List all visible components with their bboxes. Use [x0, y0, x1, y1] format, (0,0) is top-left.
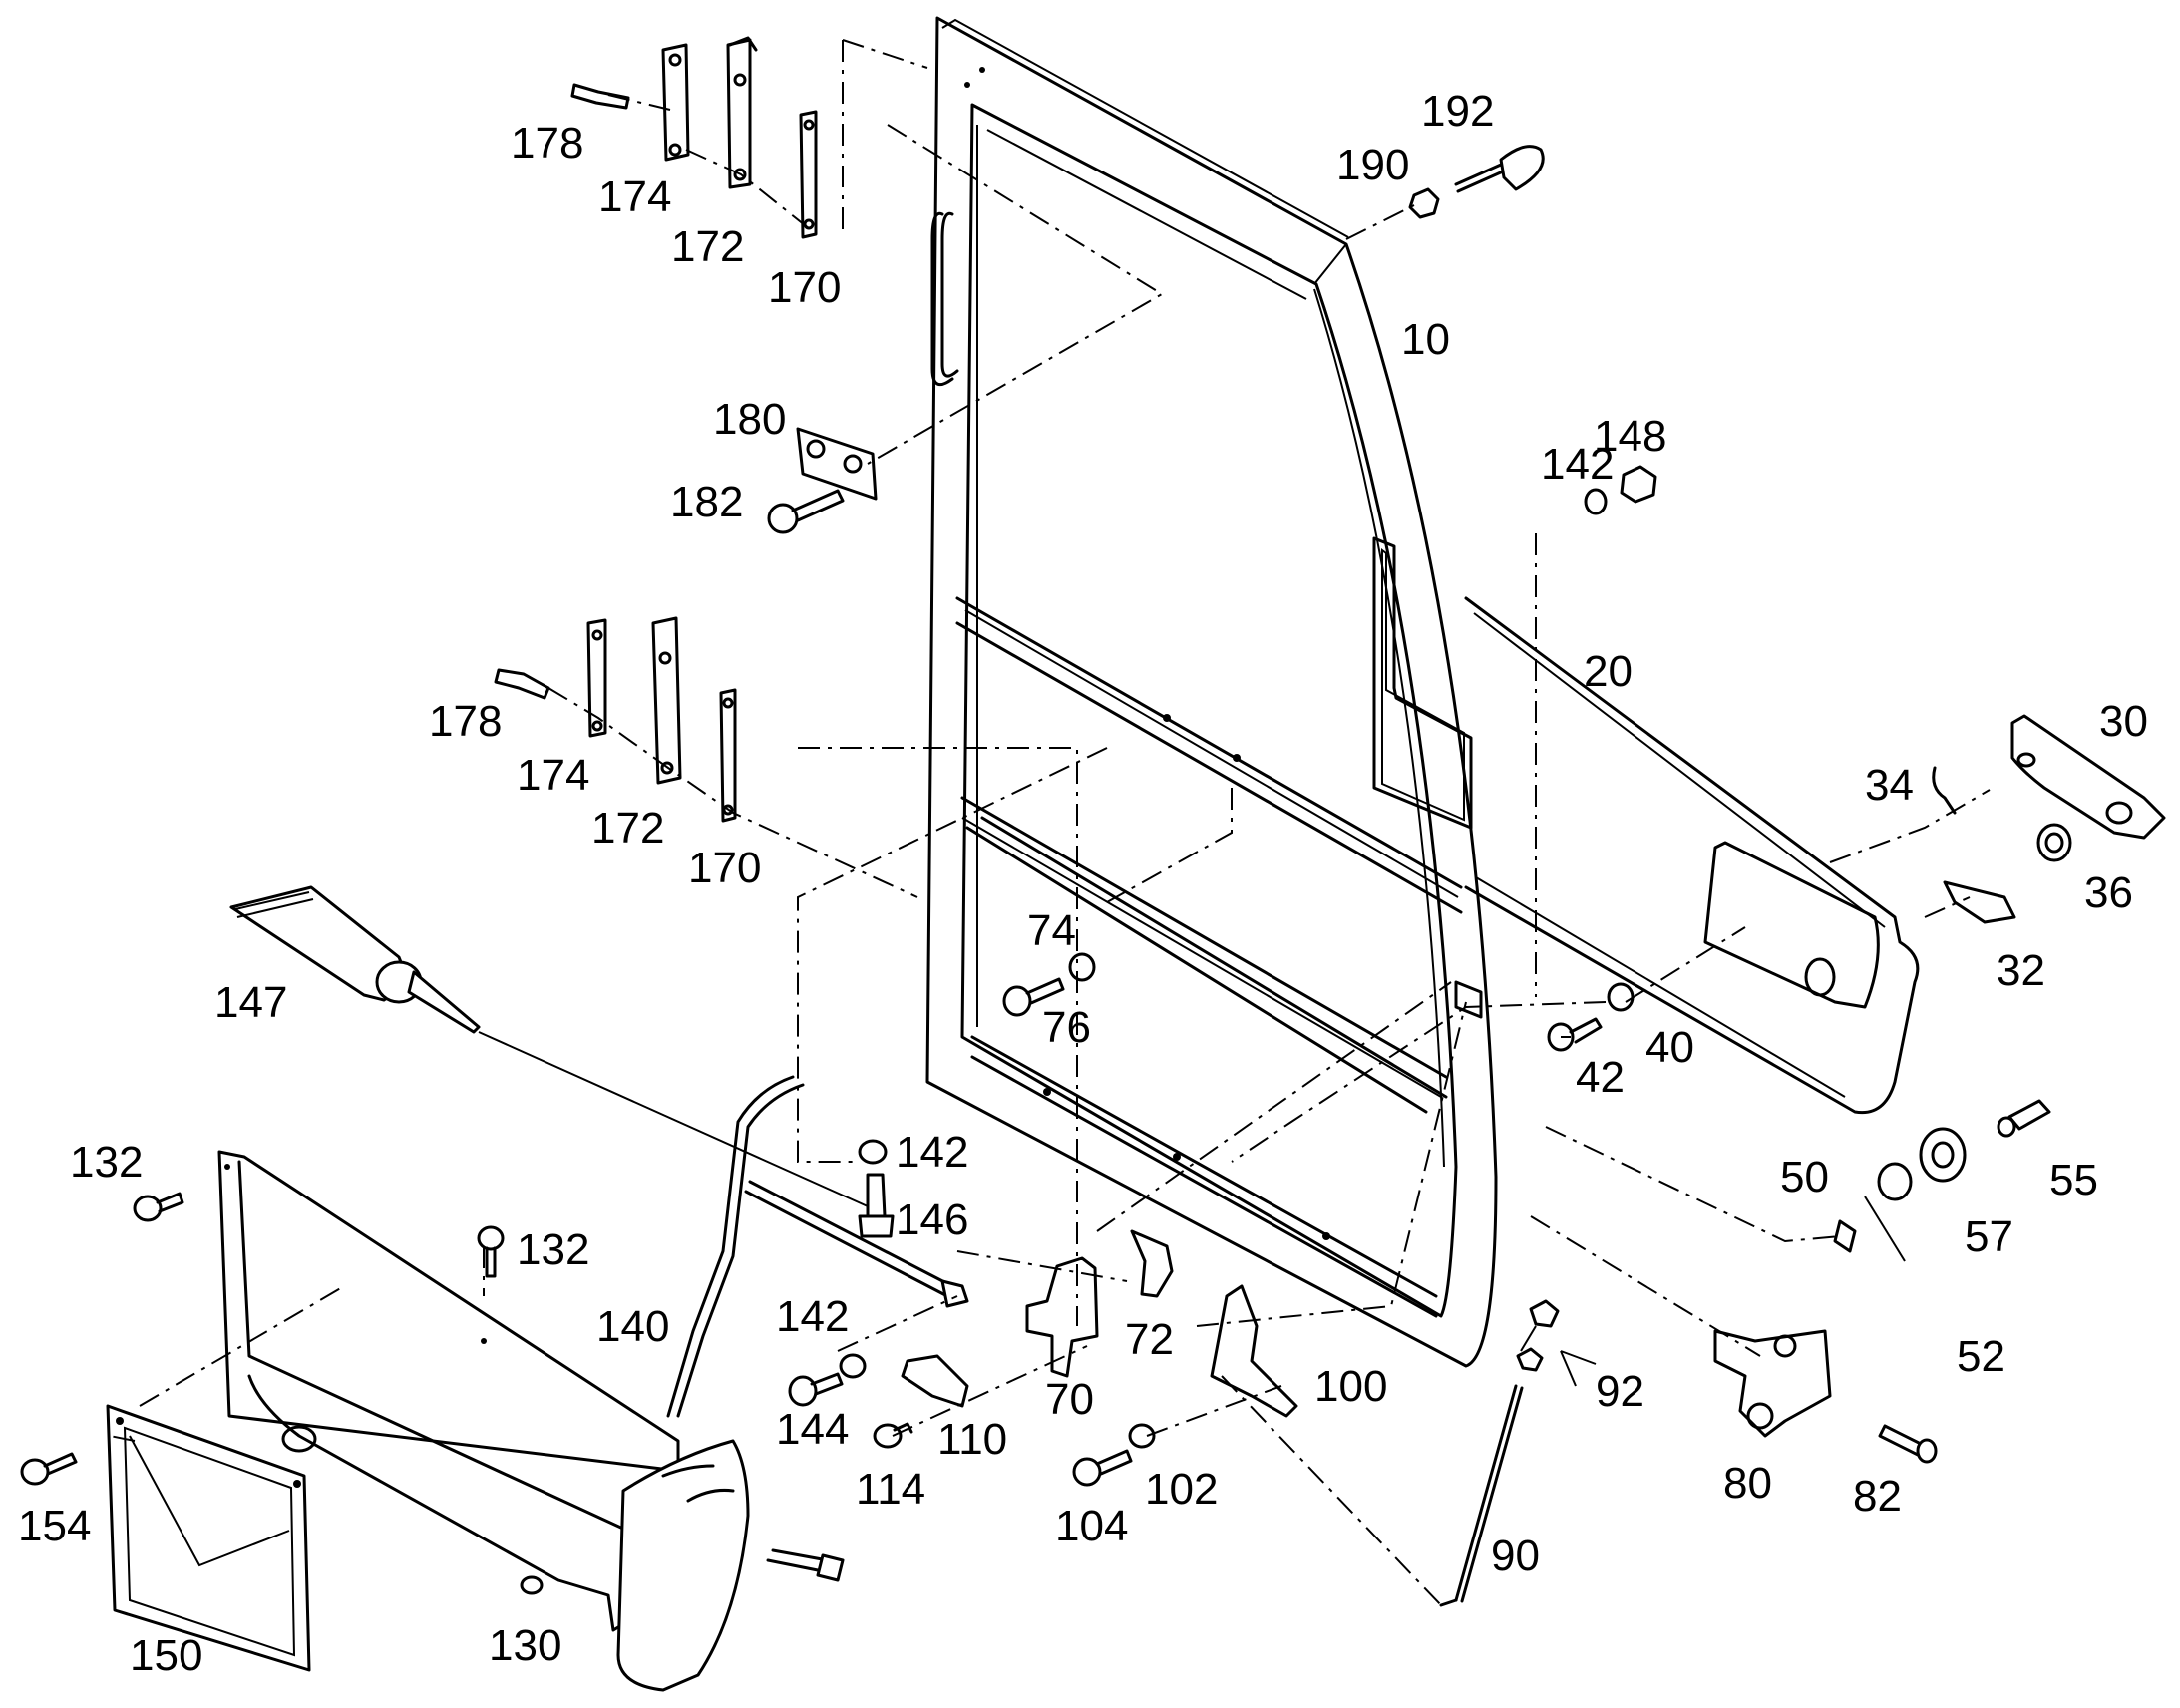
plate-part-180 [796, 427, 878, 501]
spring-clip-part-34 [1932, 766, 1957, 815]
bolt-part-76 [1002, 977, 1065, 1017]
callout-72: 72 [1125, 1315, 1174, 1364]
callout-34: 34 [1865, 761, 1914, 810]
callout-170-top: 170 [768, 263, 841, 312]
callout-142-top: 142 [1541, 440, 1614, 489]
bracket-part-70 [1025, 1256, 1099, 1378]
screw-part-132-left [133, 1192, 184, 1222]
callout-144: 144 [776, 1405, 849, 1454]
pin-part-50 [1833, 1219, 1857, 1253]
nut-part-92 [1516, 1299, 1560, 1372]
bracket-part-32 [1943, 880, 2016, 924]
bolt-part-104 [1072, 1449, 1133, 1487]
door-frame-part-10 [925, 16, 1498, 1368]
callout-labels: 192 190 178 174 172 170 10 180 182 142 1… [18, 87, 2148, 1680]
callout-154: 154 [18, 1502, 91, 1550]
callout-76: 76 [1042, 1003, 1091, 1052]
bolt-part-182 [767, 489, 845, 534]
callout-178-top: 178 [511, 119, 583, 168]
screw-part-82 [1878, 1424, 1938, 1464]
callout-110: 110 [937, 1415, 1007, 1464]
screw-part-132-right [477, 1225, 505, 1278]
knob-part-192 [1454, 145, 1545, 193]
label-ticks [478, 1031, 1906, 1387]
callout-174-top: 174 [598, 172, 671, 221]
callout-132-left: 132 [70, 1138, 143, 1187]
callout-100: 100 [1314, 1362, 1387, 1411]
callout-55: 55 [2049, 1156, 2098, 1204]
callout-42: 42 [1576, 1053, 1625, 1102]
callout-174-mid: 174 [517, 751, 589, 800]
hinge-set-top [570, 36, 818, 239]
plate-part-110 [901, 1354, 969, 1408]
cover-plate-part-150 [106, 1404, 311, 1672]
washer-part-40 [1607, 982, 1635, 1012]
stud-part-55 [1997, 1099, 2051, 1138]
callout-190: 190 [1336, 141, 1409, 189]
callout-142-mid: 142 [896, 1128, 968, 1177]
callout-30: 30 [2099, 697, 2148, 746]
lower-panel-part-130 [217, 1150, 750, 1692]
callout-148: 148 [1594, 412, 1666, 461]
callout-150: 150 [130, 1631, 202, 1680]
bolt-part-144 [788, 1372, 844, 1407]
washer-part-102 [1128, 1423, 1156, 1449]
callout-102: 102 [1145, 1465, 1218, 1514]
screw-part-114 [873, 1422, 913, 1449]
nut-part-190 [1408, 187, 1440, 219]
roller-part-57 [1919, 1127, 1967, 1183]
lock-part-80 [1713, 1329, 1832, 1438]
bolt-part-42 [1547, 1017, 1603, 1052]
callout-50: 50 [1780, 1153, 1829, 1201]
callout-52: 52 [1957, 1332, 2005, 1381]
washer-part-148 [1620, 465, 1657, 504]
callout-57: 57 [1965, 1212, 2013, 1261]
rod-part-90 [1439, 1384, 1524, 1607]
callout-90: 90 [1491, 1532, 1540, 1580]
grommet-part-36 [2036, 823, 2072, 862]
callout-192: 192 [1421, 87, 1494, 136]
washer-part-52 [1877, 1162, 1913, 1201]
callout-140: 140 [596, 1302, 669, 1351]
sealant-tube-part-147 [229, 885, 481, 1034]
callout-20: 20 [1584, 647, 1633, 696]
callout-80: 80 [1723, 1459, 1772, 1508]
washer-part-142-top [1584, 488, 1608, 515]
callout-172-top: 172 [671, 222, 744, 271]
lever-part-72 [1130, 1229, 1174, 1298]
bolt-part-146 [858, 1173, 895, 1238]
callout-36: 36 [2084, 868, 2133, 917]
rod-part-140 [666, 1075, 969, 1582]
callout-142-low: 142 [776, 1292, 849, 1341]
callout-40: 40 [1645, 1023, 1694, 1072]
callout-182: 182 [670, 478, 743, 526]
hinge-set-middle [494, 616, 737, 823]
callout-130: 130 [489, 1621, 561, 1670]
callout-82: 82 [1853, 1472, 1902, 1521]
callout-172-mid: 172 [591, 804, 664, 853]
callout-74: 74 [1027, 906, 1076, 955]
callout-114: 114 [856, 1465, 925, 1514]
washer-part-142-mid [858, 1139, 888, 1165]
callout-132-right: 132 [517, 1225, 589, 1274]
washer-part-142-low [839, 1353, 867, 1379]
callout-10: 10 [1401, 315, 1450, 364]
callout-147: 147 [214, 978, 287, 1027]
leader-lines [109, 39, 1991, 1606]
callout-146: 146 [896, 1196, 968, 1244]
callout-178-mid: 178 [429, 697, 502, 746]
callout-180: 180 [713, 395, 786, 444]
callout-70: 70 [1045, 1375, 1094, 1424]
washer-part-74 [1068, 952, 1096, 982]
callout-104: 104 [1055, 1502, 1128, 1550]
latch-handle-part-30 [2010, 714, 2166, 840]
callout-32: 32 [1997, 946, 2045, 995]
callout-170-mid: 170 [688, 844, 761, 892]
screw-part-154 [20, 1452, 78, 1486]
glass-panel-part-20 [1372, 536, 1920, 1115]
callout-92: 92 [1596, 1367, 1644, 1416]
